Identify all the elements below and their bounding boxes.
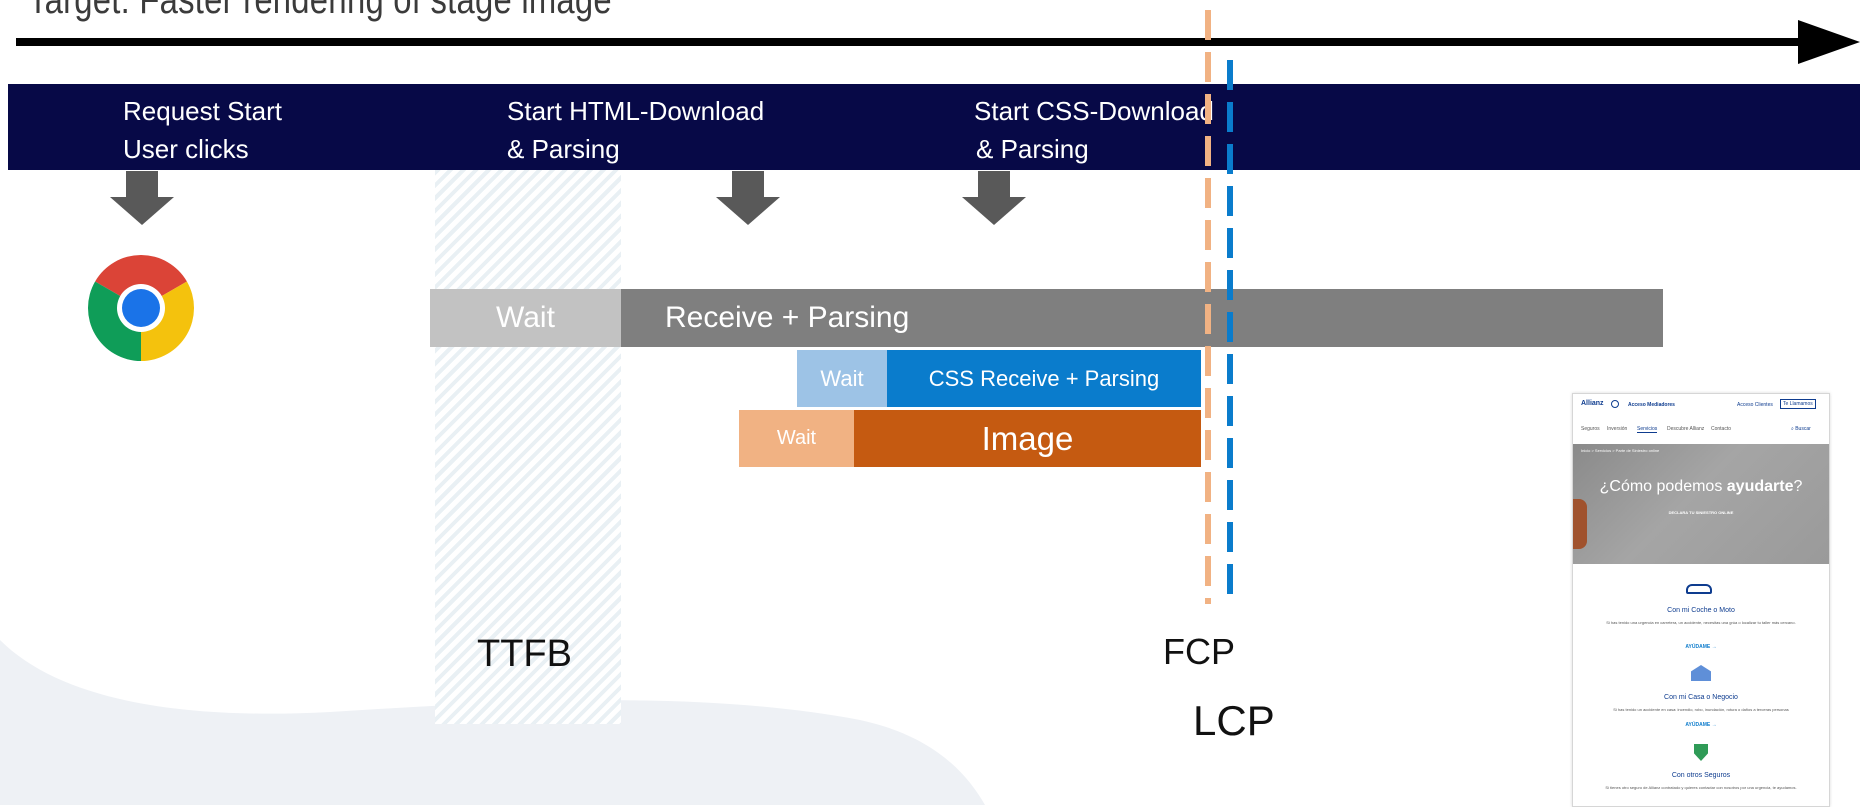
mockup-client-link[interactable]: Acceso Clientes bbox=[1737, 402, 1773, 408]
mockup-nav-descubre[interactable]: Descubre Allianz bbox=[1667, 426, 1705, 432]
mockup-brand-link[interactable]: Acceso Mediadores bbox=[1628, 402, 1675, 408]
mockup-search[interactable]: ⌕ Buscar bbox=[1791, 426, 1811, 432]
lcp-marker-line bbox=[1227, 60, 1233, 604]
website-screenshot: Allianz Acceso Mediadores Acceso Cliente… bbox=[1572, 393, 1830, 807]
timeline-arrowhead-icon bbox=[1798, 20, 1860, 64]
mockup-section-text: Si has tenido una urgencia en carretera,… bbox=[1606, 620, 1796, 625]
ttfb-label: TTFB bbox=[477, 633, 572, 675]
html-download-label: Start HTML-Download& Parsing bbox=[507, 96, 765, 164]
down-arrow-icon bbox=[716, 171, 780, 225]
image-bar: Image bbox=[854, 410, 1201, 467]
css-download-label: Start CSS-Download& Parsing bbox=[974, 96, 1214, 164]
mockup-call-button[interactable]: Te Llamamos bbox=[1780, 399, 1816, 409]
mockup-hero-title: ¿Cómo podemos ayudarte? bbox=[1599, 478, 1803, 495]
shield-icon bbox=[1694, 744, 1708, 761]
mockup-section-title: Con mi Casa o Negocio bbox=[1664, 694, 1738, 701]
chrome-logo-icon bbox=[88, 255, 194, 361]
mockup-section-title: Con otros Seguros bbox=[1671, 772, 1731, 779]
image-wait-bar: Wait bbox=[739, 410, 854, 467]
mockup-section-link[interactable]: AYÚDAME → bbox=[1685, 722, 1717, 728]
page-title: Target: Faster rendering of stage image bbox=[28, 0, 612, 22]
mockup-section-link[interactable]: AYÚDAME → bbox=[1685, 644, 1717, 650]
fcp-label: FCP bbox=[1163, 631, 1235, 672]
css-wait-bar: Wait bbox=[797, 350, 887, 407]
css-receive-parsing-bar: CSS Receive + Parsing bbox=[887, 350, 1201, 407]
mockup-hero-subtitle: DECLARA TU SINIESTRO ONLINE bbox=[1668, 510, 1734, 515]
hero-person-image bbox=[1573, 499, 1587, 549]
house-icon bbox=[1691, 665, 1711, 681]
phase-header-bar bbox=[8, 84, 1860, 170]
car-icon bbox=[1686, 584, 1712, 594]
fcp-marker-line bbox=[1205, 10, 1211, 604]
mockup-hero: Inicio > Servicios > Parte de Siniestro … bbox=[1573, 444, 1829, 564]
timeline-axis bbox=[16, 38, 1806, 46]
mockup-section-title: Con mi Coche o Moto bbox=[1667, 607, 1735, 614]
mockup-nav-inversion[interactable]: Inversión bbox=[1607, 426, 1628, 432]
mockup-nav-seguros[interactable]: Seguros bbox=[1581, 426, 1600, 432]
mockup-section-text: Si has tenido un accidente en casa: ince… bbox=[1613, 707, 1789, 712]
ttfb-hatched-region bbox=[435, 170, 621, 724]
allianz-logo-icon bbox=[1611, 400, 1619, 408]
down-arrow-icon bbox=[962, 171, 1026, 225]
lcp-label: LCP bbox=[1193, 697, 1275, 744]
mockup-nav-servicios[interactable]: Servicios bbox=[1637, 426, 1658, 433]
mockup-breadcrumb: Inicio > Servicios > Parte de Siniestro … bbox=[1581, 448, 1660, 453]
search-icon: ⌕ bbox=[1791, 426, 1794, 432]
mockup-brand: Allianz bbox=[1581, 400, 1604, 407]
mockup-nav-contacto[interactable]: Contacto bbox=[1711, 426, 1732, 432]
html-receive-parsing-bar: Receive + Parsing bbox=[621, 289, 1663, 347]
down-arrow-icon bbox=[110, 171, 174, 225]
mockup-section-text: Si tienes otro seguro de Allianz contrat… bbox=[1605, 785, 1797, 790]
html-wait-bar: Wait bbox=[430, 289, 621, 347]
